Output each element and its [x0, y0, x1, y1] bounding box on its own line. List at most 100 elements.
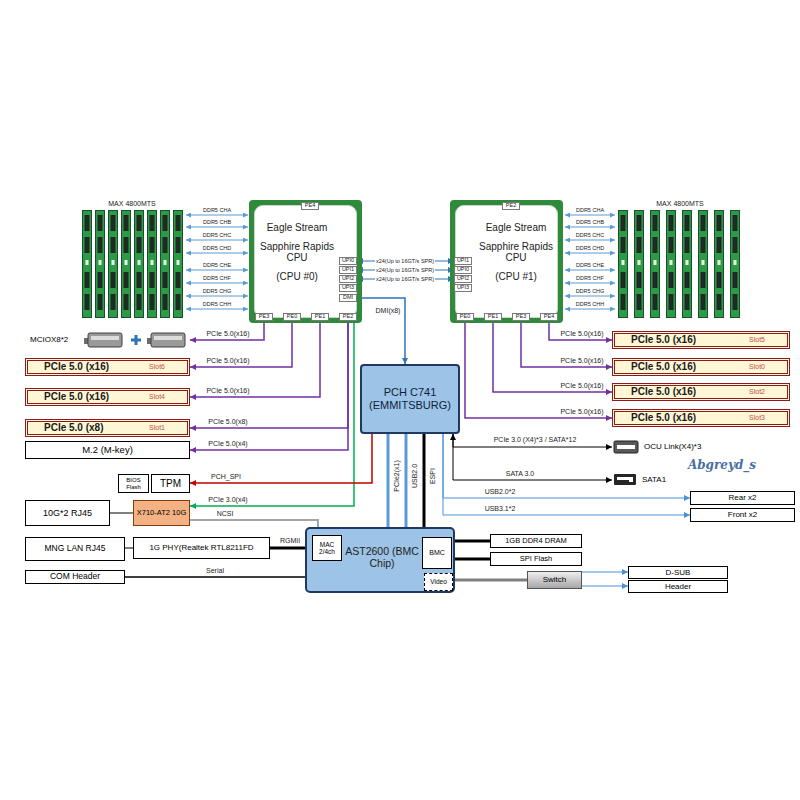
- bmc-chip: AST2600 (BMC Chip)MAC 2/4chBMCVideo: [305, 527, 455, 593]
- edge-label: x24(Up to 16GT/s SPR): [375, 276, 435, 282]
- memory-channel-wire: [186, 253, 248, 254]
- connector: [493, 321, 612, 392]
- channel-label: DDR5 CHF: [202, 275, 232, 281]
- dimm-module: [161, 211, 170, 318]
- edge-label: RGMII: [279, 537, 301, 545]
- port-box: PE0: [456, 313, 474, 321]
- memory-channel-wire: [186, 309, 248, 310]
- connector: [582, 572, 628, 573]
- slot-number: Slot0: [749, 363, 765, 371]
- node-text: 10G*2 RJ45: [43, 508, 92, 518]
- node-text: COM Header: [50, 572, 100, 582]
- slot-number: Slot4: [149, 393, 165, 401]
- edge-label: PCIe 3.0 (X4)*3 / SATA*12: [493, 436, 578, 444]
- node-text: UPI1: [457, 258, 469, 264]
- port-box: UPI1: [339, 266, 357, 274]
- cpu-chip: Eagle StreamSapphire Rapids CPU(CPU #1)P…: [450, 200, 563, 323]
- edge-label: NCSI: [216, 510, 235, 518]
- port-box: PE4: [301, 202, 319, 210]
- node-text: PE2: [506, 203, 516, 209]
- component-box: MNG LAN RJ45: [25, 537, 125, 561]
- node-text: PE0: [460, 314, 470, 320]
- connector: [387, 434, 390, 527]
- node-text: UPI2: [342, 276, 354, 282]
- node-text: OCU Link(X4)*3: [644, 442, 701, 451]
- connector: [190, 434, 372, 483]
- slot-title: PCIe 5.0 (x16): [631, 361, 696, 373]
- port-box: PE3: [512, 313, 530, 321]
- node-text: Header: [665, 582, 691, 591]
- node-text: BIOS Flash: [121, 477, 146, 491]
- node-text: PE0: [287, 314, 297, 320]
- node-text: X710-AT2 10G: [137, 509, 186, 518]
- component-box: BIOS Flash: [118, 474, 149, 493]
- component-box: X710-AT2 10G: [133, 500, 190, 526]
- dimm-module: [715, 211, 724, 318]
- edge-label: Serial: [205, 567, 225, 575]
- slot-title: PCIe 5.0 (x16): [44, 361, 109, 373]
- memory-channel-wire: [565, 270, 615, 271]
- cpu-chip: Eagle StreamSapphire Rapids CPU(CPU #0) P…: [249, 200, 362, 323]
- connector: [125, 548, 133, 549]
- node-text: DMI: [343, 295, 353, 301]
- node-text: SPI Flash: [520, 555, 553, 564]
- dimm-module: [83, 211, 92, 318]
- sata-connector: [614, 474, 636, 485]
- component-box: 1G PHY(Realtek RTL8211FD: [133, 537, 270, 559]
- channel-label: DDR5 CHG: [202, 288, 233, 294]
- oculink-connector: [614, 441, 638, 453]
- edge-label: PCIe 5.0(x4): [207, 440, 248, 448]
- channel-label: DDR5 CHD: [202, 245, 232, 251]
- connector: [190, 321, 292, 367]
- channel-label: DDR5 CHA: [575, 207, 605, 213]
- dimm-module: [96, 211, 105, 318]
- pcie-slot: PCIe 5.0 (x16)Slot3: [612, 409, 790, 427]
- memory-channel-wire: [565, 283, 615, 284]
- channel-label: DDR5 CHE: [202, 262, 232, 268]
- port-box: UPI2: [454, 275, 472, 283]
- memory-channel-wire: [186, 270, 248, 271]
- connector: [125, 576, 305, 578]
- channel-label: DDR5 CHG: [575, 288, 606, 294]
- node-text: PE4: [544, 314, 554, 320]
- port-box: PE4: [540, 313, 558, 321]
- node-text: MAC 2/4ch: [315, 541, 339, 556]
- component-box: D-SUB: [628, 566, 728, 579]
- mcio-slot: [154, 336, 182, 340]
- pcie-slot: PCIe 5.0 (x16)Slot2: [612, 383, 790, 401]
- text-column: Eagle StreamSapphire Rapids CPU(CPU #0): [257, 222, 337, 289]
- pcie-slot: PCIe 5.0 (x16)Slot6: [25, 358, 190, 376]
- edge-label: PCIe 3.0(x4): [207, 496, 248, 504]
- oculink-slot: [617, 445, 635, 449]
- node-text: Switch: [543, 575, 567, 584]
- connector: [190, 321, 264, 340]
- watermark: Abgreyd_s: [687, 459, 757, 472]
- edge-label: USB2.0*2: [484, 488, 517, 496]
- channel-label: DDR5 CHH: [202, 301, 232, 307]
- slot-number: Slot2: [749, 388, 765, 396]
- edge-label: ESPI: [429, 467, 437, 485]
- pcie-slot: PCIe 5.0 (x16) Slot0: [612, 358, 790, 376]
- slot-number: Slot1: [149, 424, 165, 432]
- node-text: BMC: [429, 549, 445, 557]
- channel-label: DDR5 CHH: [575, 301, 605, 307]
- memory-channel-wire: [565, 215, 615, 216]
- slot-title: PCIe 5.0 (x16): [44, 391, 109, 403]
- component-box: Rear x2: [690, 491, 795, 505]
- dimm-module: [651, 211, 660, 318]
- edge-label: x24(Up to 16GT/s SPR): [375, 267, 435, 273]
- node-text: TPM: [160, 478, 181, 490]
- mcio-slot: [91, 336, 119, 340]
- connector: [455, 558, 490, 561]
- connector: [190, 321, 348, 428]
- edge-label: PCH_SPI: [210, 473, 242, 481]
- connector: [405, 434, 408, 527]
- port-box: PE2: [502, 202, 520, 210]
- dimm-module: [109, 211, 118, 318]
- node-text: PE1: [315, 314, 325, 320]
- connector: [453, 434, 612, 447]
- channel-label: DDR5 CHC: [575, 232, 605, 238]
- memory-channel-wire: [565, 240, 615, 241]
- node-text: UPI3: [457, 285, 469, 291]
